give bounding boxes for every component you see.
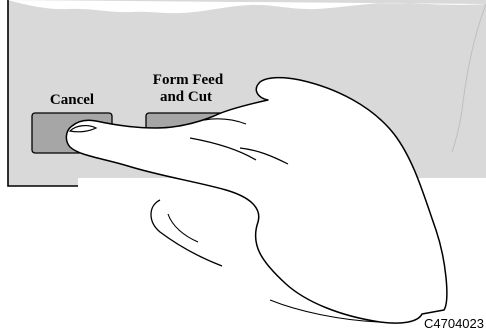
form-feed-and-cut-label-line-2: and Cut [160, 89, 212, 105]
hand-folded-finger-crease [168, 214, 198, 242]
form-feed-and-cut-label-line-1: Form Feed [153, 72, 224, 88]
hand-folded-finger [151, 200, 222, 266]
figure-id: C4704023 [424, 316, 484, 331]
cancel-button-label: Cancel [50, 92, 94, 108]
